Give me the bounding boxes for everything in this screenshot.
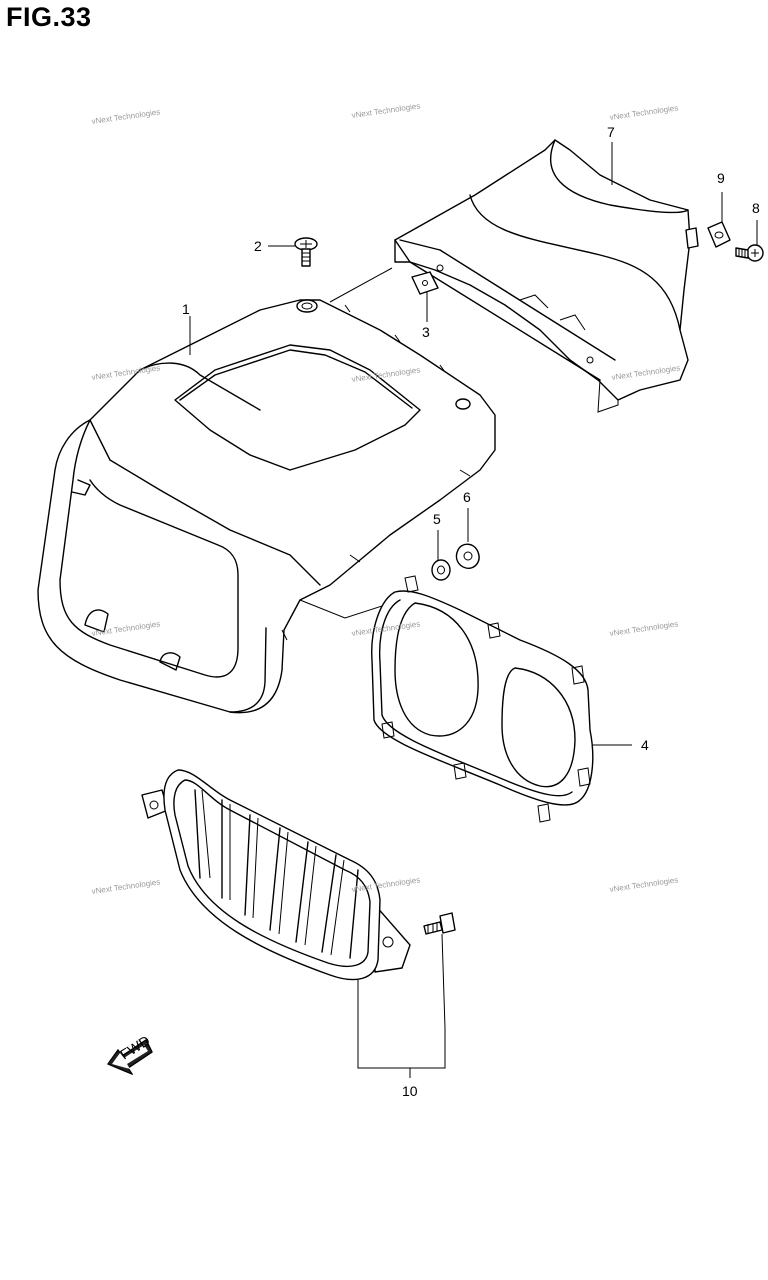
callout-7: 7 [607, 124, 615, 140]
watermark: vNext Technologies [91, 877, 161, 896]
watermark: vNext Technologies [91, 107, 161, 126]
callout-2: 2 [254, 238, 262, 254]
part-5-washer [431, 559, 451, 581]
watermark: vNext Technologies [351, 101, 421, 120]
part-3-clip [411, 271, 439, 295]
part-6-grommet [455, 543, 480, 569]
callout-3: 3 [422, 324, 430, 340]
part-9-clip-nut [707, 221, 731, 248]
watermark: vNext Technologies [609, 875, 679, 894]
leader-lines [189, 142, 758, 1078]
callout-1: 1 [182, 301, 190, 317]
part-2-screw [294, 237, 318, 267]
callout-labels: 1 2 3 4 5 6 7 8 9 10 [182, 124, 760, 1099]
figure-title: FIG.33 [6, 2, 92, 32]
fwd-arrow-icon: FWD [107, 1032, 153, 1076]
callout-5: 5 [433, 511, 441, 527]
callout-10: 10 [402, 1083, 418, 1099]
part-1-headlight-cover [37, 299, 496, 714]
part-4-headlight-housing [371, 575, 594, 823]
part-10-grille-guard [141, 769, 456, 981]
callout-4: 4 [641, 737, 649, 753]
callout-9: 9 [717, 170, 725, 186]
callout-6: 6 [463, 489, 471, 505]
watermark: vNext Technologies [609, 103, 679, 122]
watermark: vNext Technologies [609, 619, 679, 638]
callout-8: 8 [752, 200, 760, 216]
part-8-screw [735, 244, 764, 262]
part-7-rear-bracket [329, 139, 699, 413]
